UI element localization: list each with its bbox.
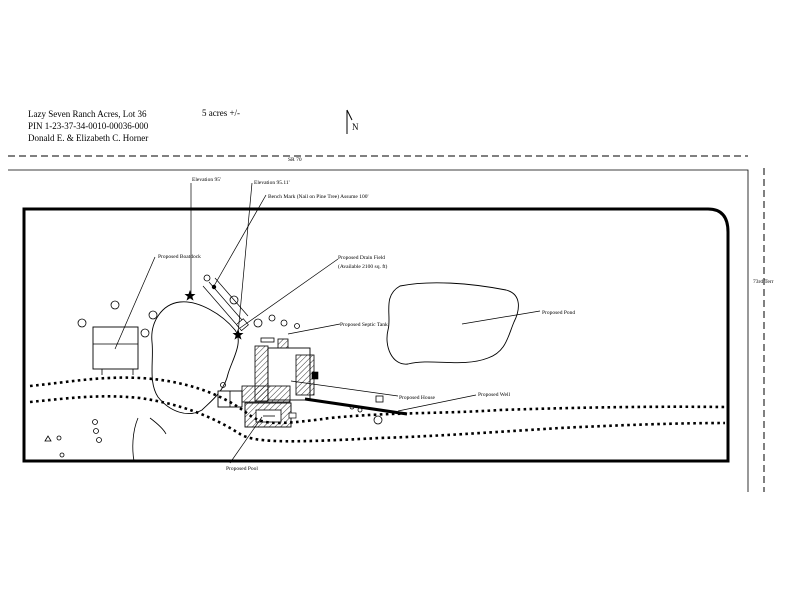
parcel-id: PIN 1-23-37-34-0010-00036-000: [28, 121, 149, 131]
elevation-star-icon: [184, 290, 196, 301]
equipment-pad: [288, 412, 297, 419]
owner-names: Donald E. & Elizabeth C. Horner: [28, 133, 149, 143]
top-road-label: SR 70: [288, 157, 302, 163]
well-label: Proposed Well: [478, 392, 510, 398]
lot-title: Lazy Seven Ranch Acres, Lot 36: [28, 109, 147, 119]
path-edge: [132, 417, 139, 462]
driveway: [29, 376, 726, 443]
tree-icons: [56, 274, 383, 458]
existing-lake: [151, 301, 239, 414]
path-edge: [149, 417, 167, 435]
proposed-pond: [386, 282, 519, 365]
shed: [217, 390, 243, 408]
elevation-label: Elevation 95': [192, 177, 221, 183]
house-label: Proposed House: [399, 395, 435, 401]
drain-field-area-label: (Available 2100 sq. ft): [338, 263, 388, 270]
tree-icon: [44, 435, 52, 442]
elevation-label: Elevation 95.11': [254, 180, 290, 186]
existing-building: [92, 326, 139, 375]
acreage-label: 5 acres +/-: [202, 108, 241, 118]
side-road-label: 73rd Terr: [753, 279, 774, 285]
well-line: [304, 397, 408, 416]
north-arrow-icon: [346, 109, 353, 134]
property-boundary: [22, 207, 730, 463]
legal-description: Lazy Seven Ranch Acres, Lot 36 PIN 1-23-…: [28, 108, 148, 144]
pond-label: Proposed Pond: [542, 310, 575, 316]
north-label: N: [352, 122, 359, 132]
septic-tank-label: Proposed Septic Tank: [340, 322, 388, 328]
boat-dock-label: Proposed Boatdock: [158, 254, 201, 260]
right-of-way-line: [8, 169, 749, 492]
boat-dock: [202, 277, 249, 332]
leader-lines: [114, 182, 541, 464]
pool-label: Proposed Pool: [226, 466, 258, 472]
elevation-star-icon: [232, 329, 244, 340]
proposed-well-icon: [375, 395, 384, 403]
proposed-house: [241, 337, 319, 403]
bench-mark-label: Bench Mark (Nail on Pine Tree) Assume 10…: [268, 193, 368, 200]
drain-field-label: Proposed Drain Field: [338, 255, 385, 261]
bench-mark-icon: [211, 284, 217, 290]
